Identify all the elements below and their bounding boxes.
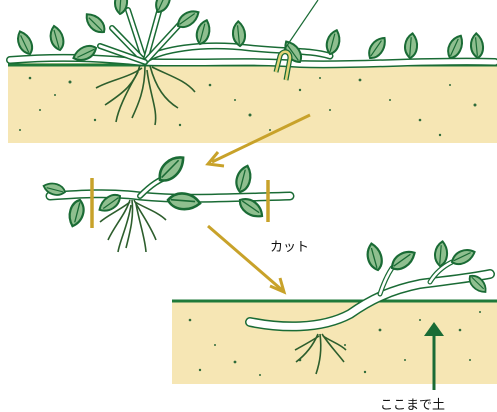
panel-original-plant bbox=[8, 0, 497, 143]
panel-replanted bbox=[172, 240, 497, 390]
panel-cut-runner bbox=[42, 154, 290, 252]
leaves-top bbox=[17, 0, 486, 65]
cut-label: カット bbox=[270, 236, 309, 255]
soil-block-top bbox=[8, 63, 497, 143]
soil-level-label: ここまで土 bbox=[380, 394, 445, 412]
